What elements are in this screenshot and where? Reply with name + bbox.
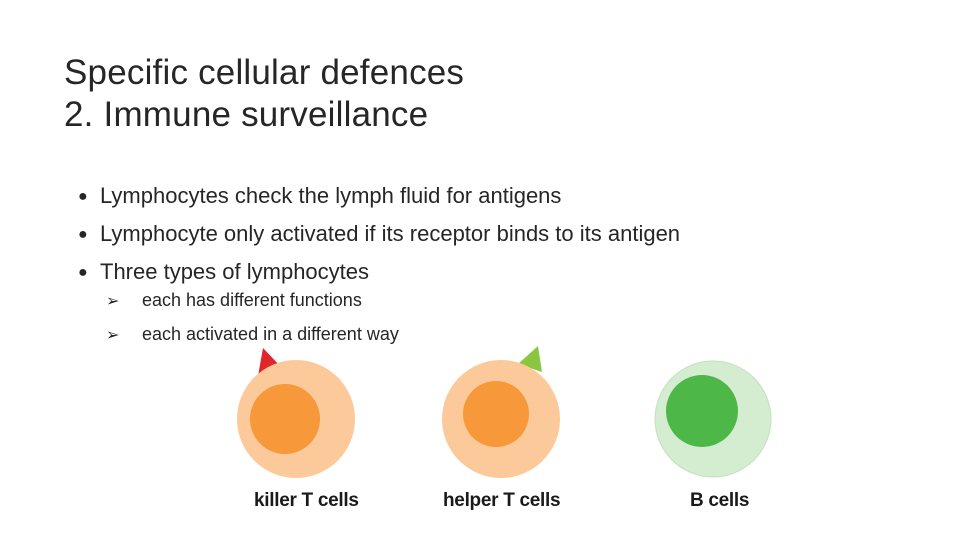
bullet-item: ●Lymphocytes check the lymph fluid for a… [78, 177, 680, 215]
arrow-bullet-icon: ➢ [106, 327, 120, 344]
helper-t-cell [442, 346, 560, 478]
arrow-bullet-icon: ➢ [106, 293, 120, 310]
sub-bullet-list: ➢each has different functions ➢each acti… [106, 284, 399, 352]
title-line-1: Specific cellular defences [64, 53, 465, 92]
killer-t-cell-label: killer T cells [254, 490, 359, 511]
b-cell-nucleus [666, 375, 738, 447]
killer-t-cell [237, 348, 355, 478]
helper-t-cell-label: helper T cells [443, 490, 561, 511]
sub-bullet-item: ➢each activated in a different way [106, 318, 399, 352]
bullet-dot-icon: ● [78, 264, 88, 281]
bullet-item: ●Lymphocyte only activated if its recept… [78, 215, 680, 253]
bullet-item: ●Three types of lymphocytes [78, 253, 680, 291]
b-cell [654, 360, 772, 478]
slide-title: Specific cellular defences 2. Immune sur… [64, 52, 464, 136]
b-cell-label: B cells [690, 490, 750, 511]
helper-nucleus [463, 381, 529, 447]
bullet-dot-icon: ● [78, 188, 88, 205]
bullet-list: ●Lymphocytes check the lymph fluid for a… [78, 177, 680, 291]
sub-bullet-item: ➢each has different functions [106, 284, 399, 318]
bullet-dot-icon: ● [78, 226, 88, 243]
killer-nucleus [250, 384, 320, 454]
title-line-2: 2. Immune surveillance [64, 95, 429, 134]
